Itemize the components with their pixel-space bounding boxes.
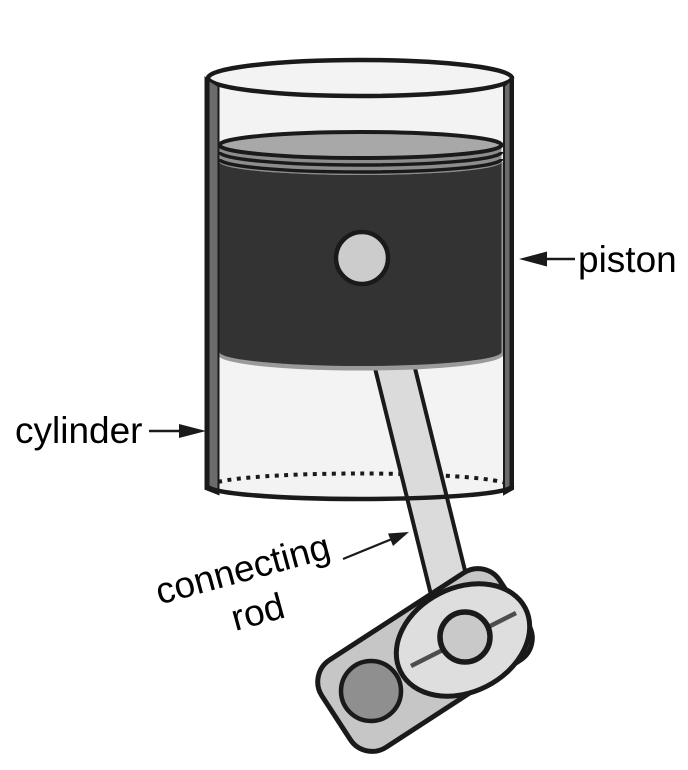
piston-ring-2: [217, 158, 504, 174]
cylinder-top-opening: [205, 57, 515, 99]
piston-assembly: [217, 130, 504, 371]
piston-arrow-head: [519, 251, 547, 267]
crank-pin: [437, 609, 493, 665]
connecting-rod-arrow-line: [342, 537, 393, 561]
cylinder-arrow-head: [179, 424, 206, 438]
crank-assembly: [315, 566, 535, 754]
piston-ring-1: [217, 151, 504, 167]
cylinder-bottom-front-edge: [205, 485, 515, 502]
connecting-rod-label-line2: rod: [226, 585, 288, 639]
cylinder-bottom-back-edge-dotted: [208, 471, 512, 487]
wrist-pin: [333, 229, 391, 287]
piston-crown: [217, 130, 504, 160]
cylinder-walls: [204, 75, 514, 496]
crankshaft-end: [338, 658, 404, 724]
cylinder-label: cylinder: [15, 410, 143, 451]
connecting-rod-arrow-head: [388, 532, 409, 546]
piston-label: piston: [578, 239, 677, 280]
